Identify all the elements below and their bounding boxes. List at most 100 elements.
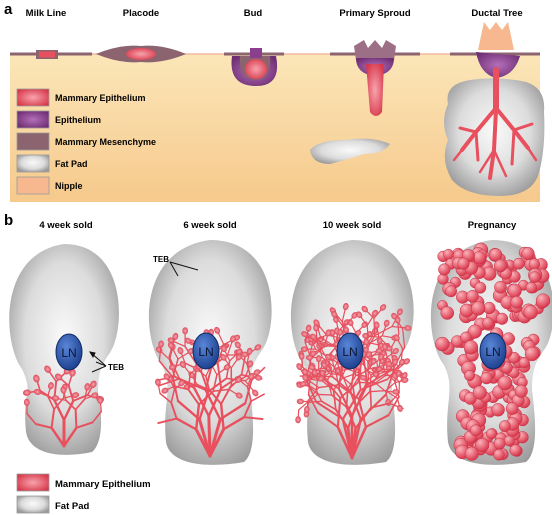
terminal-end-bud: [395, 369, 402, 377]
alveolus: [528, 258, 541, 270]
legend-a-epithelium: Epithelium: [16, 110, 101, 129]
terminal-end-bud: [246, 347, 253, 355]
alveolus: [493, 437, 506, 450]
terminal-end-bud: [44, 365, 52, 373]
terminal-end-bud: [235, 376, 242, 384]
terminal-end-bud: [298, 352, 305, 360]
terminal-end-bud: [33, 388, 41, 395]
terminal-end-bud: [361, 305, 368, 313]
terminal-end-bud: [404, 325, 412, 331]
alveolus: [485, 428, 497, 440]
terminal-end-bud: [179, 361, 187, 368]
terminal-end-bud: [184, 337, 192, 344]
teb-annotation-6-week: [169, 261, 199, 277]
terminal-end-bud: [241, 351, 249, 358]
ductal-tree-structure: [444, 22, 545, 196]
alveolus: [464, 446, 479, 461]
duct-segment: [320, 400, 337, 411]
duct-segment: [196, 383, 211, 391]
teb-annotation-4-week: [88, 351, 107, 373]
duct-segment: [53, 398, 66, 422]
terminal-end-bud: [235, 348, 243, 356]
duct-segment: [359, 368, 371, 375]
alveolus: [497, 375, 513, 391]
duct-segment: [347, 374, 357, 390]
duct-segment: [308, 393, 319, 402]
legend-b-mammary-epithelium: Mammary Epithelium: [16, 473, 151, 492]
svg-text:Fat Pad: Fat Pad: [55, 501, 90, 512]
duct-segment: [350, 425, 368, 460]
duct-segment: [170, 401, 178, 420]
duct-segment: [327, 367, 335, 381]
duct-segment: [385, 382, 396, 392]
terminal-end-bud: [371, 309, 379, 317]
duct-segment: [46, 395, 55, 410]
duct-segment: [158, 360, 174, 378]
duct-segment: [362, 354, 369, 386]
duct-segment: [306, 400, 323, 404]
alveolus: [469, 424, 482, 437]
duct-segment: [173, 385, 190, 391]
terminal-end-bud: [177, 347, 184, 355]
teb-label-6-week: TEB: [153, 255, 169, 264]
stage-label-placode: Placode: [123, 8, 159, 19]
duct-segment: [354, 406, 373, 430]
terminal-end-bud: [313, 324, 319, 332]
duct-segment: [336, 425, 354, 460]
legend-a-fat-pad: Fat Pad: [16, 154, 88, 173]
duct-segment: [26, 413, 37, 425]
duct-segment: [336, 361, 342, 377]
terminal-end-bud: [305, 324, 312, 332]
duct-segment: [157, 377, 181, 387]
terminal-end-bud: [220, 345, 227, 353]
duct-segment: [222, 416, 246, 431]
alveolus: [472, 385, 487, 400]
svg-text:Epithelium: Epithelium: [55, 115, 101, 125]
alveolus: [512, 257, 525, 270]
duct-segment: [388, 392, 400, 405]
alveolus: [505, 402, 519, 415]
alveolus: [507, 283, 522, 298]
alveolus: [471, 301, 486, 316]
alveolus: [496, 312, 509, 325]
alveolus: [521, 246, 535, 261]
terminal-end-bud: [23, 398, 30, 407]
duct-segment: [74, 408, 78, 429]
duct-segment: [367, 350, 379, 362]
duct-segment: [310, 346, 325, 360]
panel-a-letter: a: [4, 1, 13, 18]
duct-segment: [187, 373, 191, 391]
svg-text:LN: LN: [61, 346, 76, 360]
duct-segment: [159, 392, 173, 404]
terminal-end-bud: [178, 379, 185, 387]
teb-label-4-week: TEB: [108, 363, 124, 372]
lymph-node-pregnancy: LN: [479, 332, 507, 370]
duct-segment: [332, 377, 343, 391]
terminal-end-bud: [223, 364, 231, 371]
stage-label-primary-sprout: Primary Sproud: [339, 8, 410, 19]
duct-segment: [370, 402, 391, 409]
terminal-end-bud: [54, 373, 63, 381]
terminal-end-bud: [308, 364, 316, 371]
duct-segment: [341, 388, 362, 421]
terminal-end-bud: [22, 389, 31, 396]
placode-structure: [96, 45, 186, 63]
duct-segment: [369, 373, 380, 389]
terminal-end-bud: [309, 350, 317, 357]
alveoli-group: [435, 242, 551, 461]
bud-structure: [224, 48, 284, 86]
stage-label-4-week: 4 week sold: [39, 220, 93, 231]
terminal-end-bud: [97, 396, 104, 405]
svg-text:Mammary Mesenchyme: Mammary Mesenchyme: [55, 137, 156, 147]
alveolus: [480, 371, 493, 385]
duct-segment: [246, 386, 252, 402]
terminal-end-bud: [247, 360, 254, 368]
duct-segment: [67, 384, 75, 402]
stage-label-10-week: 10 week sold: [323, 220, 382, 231]
terminal-end-bud: [69, 369, 76, 377]
terminal-end-bud: [230, 335, 236, 343]
stage-label-6-week: 6 week sold: [183, 220, 237, 231]
alveolus: [474, 281, 487, 294]
alveolus: [525, 282, 537, 294]
terminal-end-bud: [313, 319, 320, 326]
